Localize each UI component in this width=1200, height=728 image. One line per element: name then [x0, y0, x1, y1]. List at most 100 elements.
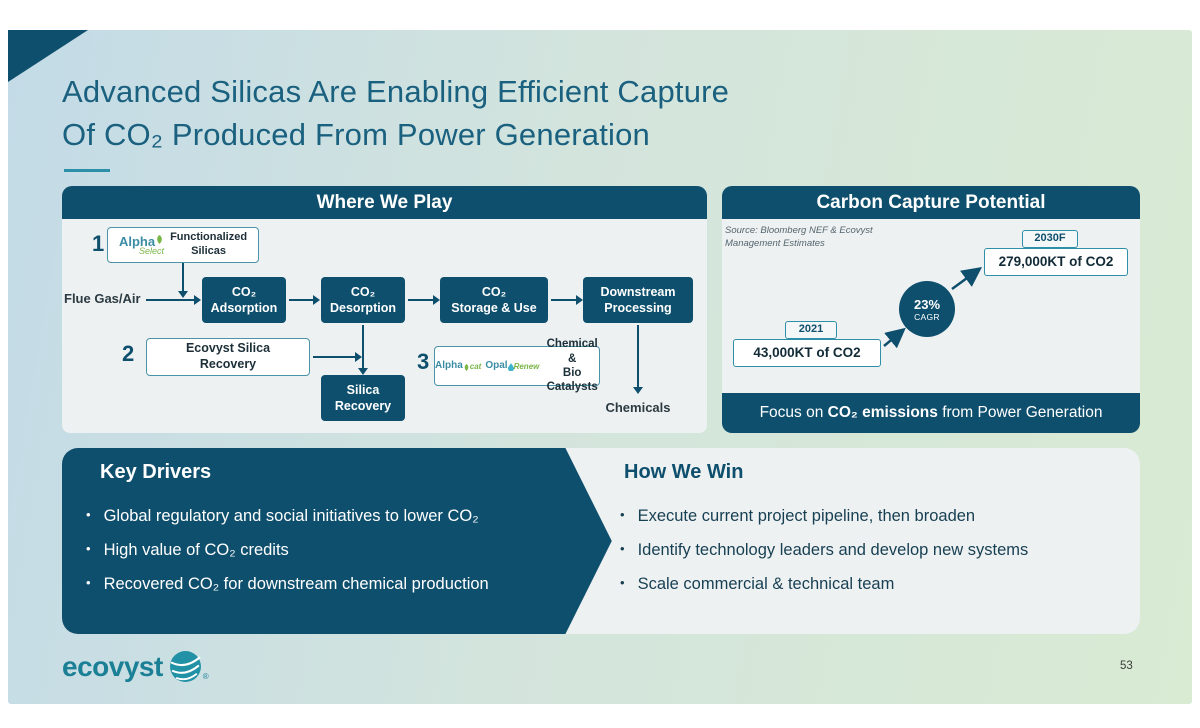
- functionalized-silicas-line1: Functionalized: [170, 231, 248, 244]
- value-2021-chip: 43,000KT of CO2: [733, 339, 881, 367]
- alpha-select-logo-text: Alpha: [118, 233, 156, 249]
- opal-renew-logo: Opal Renew: [485, 361, 539, 371]
- carbon-capture-body: Source: Bloomberg NEF & Ecovyst Manageme…: [722, 219, 1140, 393]
- alpha-cat-logo: Alpha cat: [435, 361, 481, 371]
- desorption-line1: CO₂: [350, 284, 376, 299]
- arrow-desorption-to-silica-recovery: [358, 325, 368, 375]
- how-we-win-heading: How We Win: [624, 461, 744, 483]
- step-1-number: 1: [92, 231, 105, 256]
- step-2-number: 2: [122, 341, 135, 366]
- leaf-icon: [157, 234, 162, 244]
- arrow-flue-to-adsorption: [146, 295, 201, 305]
- alpha-select-logo: Alpha Select: [118, 233, 165, 256]
- carbon-capture-header: Carbon Capture Potential: [722, 186, 1140, 219]
- value-2030-chip: 279,000KT of CO2: [984, 248, 1128, 276]
- year-2030-chip: 2030F: [1022, 230, 1078, 248]
- page-title: Advanced Silicas Are Enabling Efficient …: [62, 70, 729, 156]
- title-line-1: Advanced Silicas Are Enabling Efficient …: [62, 74, 730, 109]
- source-line1: Source: Bloomberg NEF & Ecovyst: [725, 225, 873, 236]
- ecovyst-silica-recovery-box: Ecovyst Silica Recovery: [146, 338, 310, 376]
- alpha-cat-logo-text: Alpha: [435, 360, 463, 371]
- step-3-number: 3: [417, 349, 430, 374]
- catalyst-logos: Alpha cat Opal Renew: [435, 361, 539, 371]
- where-we-play-body: 1 Alpha Select Functionalized Silicas Fl…: [62, 219, 707, 433]
- how-we-win-bullet-text: Scale commercial & technical team: [637, 575, 895, 593]
- droplet-icon: [507, 363, 514, 371]
- alpha-cat-logo-sub: cat: [469, 362, 482, 371]
- storage-line2: Storage & Use: [451, 301, 537, 315]
- page-number: 53: [1120, 660, 1133, 672]
- ecovyst-globe-icon: [169, 651, 201, 682]
- how-we-win-bullet-text: Identify technology leaders and develop …: [637, 541, 1029, 559]
- ecovyst-silica-line1: Ecovyst Silica: [185, 341, 271, 356]
- key-driver-bullet-text: Global regulatory and social initiatives…: [103, 507, 479, 525]
- adsorption-line2: Adsorption: [210, 301, 278, 315]
- functionalized-silicas-label: Functionalized Silicas: [170, 231, 247, 259]
- key-driver-bullet: Global regulatory and social initiatives…: [86, 505, 479, 528]
- silica-recovery-line2: Recovery: [334, 399, 392, 413]
- where-we-play-header: Where We Play: [62, 186, 707, 219]
- key-drivers-heading: Key Drivers: [100, 461, 212, 483]
- co2-desorption-box: CO₂ Desorption: [321, 277, 405, 323]
- growth-arrows: [883, 267, 983, 349]
- opal-logo-text: Opal: [485, 360, 508, 371]
- renew-logo-text: Renew: [513, 362, 540, 371]
- cagr-label: CAGR: [914, 311, 940, 322]
- how-we-win-bullet-text: Execute current project pipeline, then b…: [637, 507, 976, 525]
- silica-recovery-box: Silica Recovery: [321, 375, 405, 421]
- focus-text-pre: Focus on: [759, 404, 828, 421]
- key-driver-bullet: High value of CO₂ credits: [86, 539, 289, 562]
- arrow-ecovyst-to-silica-line: [313, 352, 362, 362]
- ecovyst-logo: ecovyst ®: [62, 650, 209, 683]
- focus-banner: Focus on CO₂ emissions from Power Genera…: [722, 393, 1140, 433]
- how-we-win-bullet: Identify technology leaders and develop …: [620, 539, 1029, 562]
- carbon-capture-panel: Carbon Capture Potential Source: Bloombe…: [722, 186, 1140, 433]
- ecovyst-silica-line2: Recovery: [199, 357, 257, 371]
- source-note: Source: Bloomberg NEF & Ecovyst Manageme…: [725, 225, 873, 251]
- downstream-processing-box: Downstream Processing: [583, 277, 693, 323]
- registered-mark: ®: [202, 672, 209, 681]
- adsorption-line1: CO₂: [231, 284, 257, 299]
- arrow-desorption-to-storage: [408, 295, 440, 305]
- catalysts-line2: Bio Catalysts: [546, 367, 598, 394]
- cagr-circle: 23% CAGR: [899, 281, 955, 337]
- ecovyst-silica-recovery-label: Ecovyst Silica Recovery: [186, 341, 270, 372]
- key-drivers-how-we-win-panel: Key Drivers Global regulatory and social…: [62, 448, 1140, 634]
- focus-text-post: from Power Generation: [937, 404, 1103, 421]
- arrow-storage-to-downstream: [551, 295, 583, 305]
- key-driver-bullet-text: Recovered CO₂ for downstream chemical pr…: [103, 575, 489, 593]
- downstream-line2: Processing: [604, 301, 672, 315]
- co2-storage-use-box: CO₂ Storage & Use: [440, 277, 548, 323]
- year-2021-chip: 2021: [785, 321, 837, 339]
- catalysts-label: Chemical & Bio Catalysts: [545, 337, 599, 395]
- how-we-win-bullet: Execute current project pipeline, then b…: [620, 505, 976, 528]
- catalysts-line1: Chemical &: [546, 338, 598, 365]
- downstream-line1: Downstream: [600, 284, 676, 299]
- ecovyst-logo-text: ecovyst: [62, 650, 163, 682]
- focus-text-bold: CO₂ emissions: [827, 404, 938, 421]
- silica-recovery-line1: Silica: [346, 382, 380, 397]
- leaf-icon: [464, 364, 469, 371]
- cagr-value: 23%: [913, 296, 941, 312]
- chemical-bio-catalysts-box: Alpha cat Opal Renew Chemical & Bio Cata…: [434, 338, 600, 393]
- arrow-downstream-to-chemicals: [633, 325, 643, 394]
- arrow-silicas-to-flow: [178, 263, 188, 298]
- where-we-play-panel: Where We Play 1 Alpha Select Functionali…: [62, 186, 707, 433]
- title-line-2: Of CO₂ Produced From Power Generation: [62, 117, 650, 152]
- alpha-select-logo-sub: Select: [139, 245, 165, 256]
- alpha-select-logo-row: Alpha: [118, 233, 164, 249]
- arrow-adsorption-to-desorption: [289, 295, 320, 305]
- title-underline: [64, 169, 110, 172]
- flue-gas-label: Flue Gas/Air: [64, 291, 141, 306]
- how-we-win-bullet: Scale commercial & technical team: [620, 573, 895, 596]
- functionalized-silicas-box: Alpha Select Functionalized Silicas: [107, 227, 259, 263]
- desorption-line2: Desorption: [330, 301, 396, 315]
- functionalized-silicas-line2: Silicas: [191, 245, 226, 257]
- key-driver-bullet: Recovered CO₂ for downstream chemical pr…: [86, 573, 489, 596]
- chemicals-label: Chemicals: [605, 400, 671, 415]
- storage-line1: CO₂: [481, 284, 507, 299]
- key-driver-bullet-text: High value of CO₂ credits: [103, 541, 289, 559]
- source-line2: Management Estimates: [725, 237, 825, 249]
- corner-accent: [8, 30, 88, 82]
